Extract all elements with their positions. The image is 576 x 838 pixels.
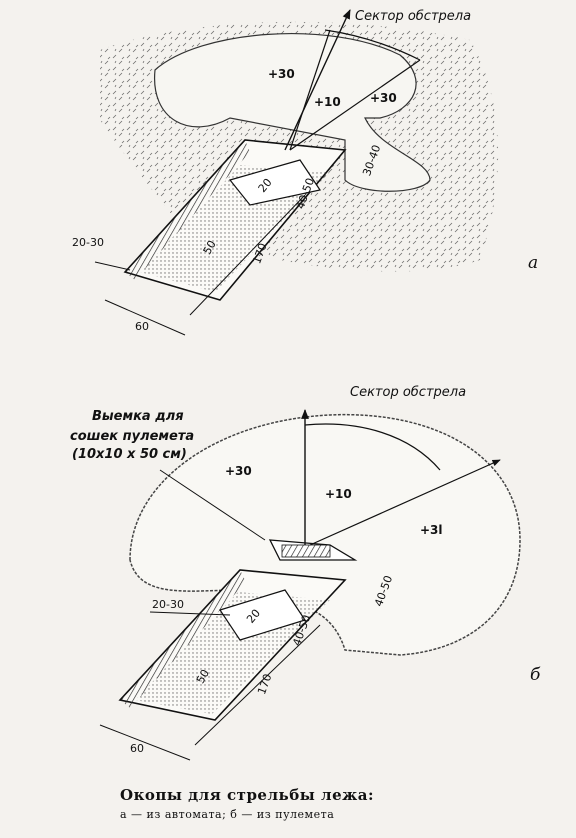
dim-line-length-a [189, 194, 306, 316]
bipod-note-line1: Выемка для [92, 409, 184, 424]
dim-width-b: 60 [130, 742, 144, 755]
zone-left-a: +30 [268, 67, 295, 81]
bipod-block-b [281, 544, 331, 558]
caption-subtitle: а — из автомата; б — из пулемета [120, 808, 335, 821]
dim-line-depth-a [94, 261, 131, 271]
dim-length-b: 170 [255, 672, 274, 696]
trench-b-wall [120, 570, 246, 708]
sector-arc-a [324, 29, 421, 61]
figure-letter-b: б [530, 665, 541, 685]
dim-line-length-b [194, 624, 321, 746]
sector-line-a3 [289, 59, 421, 151]
figure-letter-a: а [528, 253, 538, 273]
dim-line-width-a [104, 299, 186, 336]
trench-b-step [219, 589, 306, 641]
sector-line-b2 [309, 459, 501, 546]
sector-label-a: Сектор обстрела [355, 9, 471, 24]
parapet-b [129, 413, 521, 656]
dim-depth-b: 20-30 [152, 598, 184, 611]
dim-depth-a: 20-30 [72, 236, 104, 249]
sector-arc-b [304, 423, 441, 471]
dim-line-depth-b [149, 611, 231, 616]
dim-width-a: 60 [135, 320, 149, 333]
zone-center-a: +10 [314, 95, 341, 109]
figure-a: Сектор обстрела +30 +10 +30 20-30 60 170… [72, 9, 538, 336]
figure-b: Сектор обстрела Выемка для сошек пулемет… [70, 385, 541, 761]
zone-right-b: +3l [420, 523, 443, 537]
parapet-a [154, 33, 431, 192]
dim-inner-a: 50 [201, 238, 219, 257]
sector-line-a1 [284, 9, 351, 151]
sector-label-b: Сектор обстрела [350, 385, 466, 400]
trench-a-step [228, 159, 321, 206]
sector-line-a2 [289, 29, 331, 151]
bipod-note-line2: сошек пулемета [70, 429, 194, 444]
caption-title: Окопы для стрельбы лежа: [120, 786, 375, 804]
zone-center-b: +10 [325, 487, 352, 501]
figure-caption: Окопы для стрельбы лежа: а — из автомата… [120, 786, 560, 821]
bipod-note-line3: (10x10 x 50 см) [72, 447, 187, 462]
leader-line-b [159, 469, 266, 541]
zone-left-b: +30 [225, 464, 252, 478]
dim-line-width-b [99, 724, 191, 761]
dim-inner-b: 50 [194, 667, 212, 686]
zone-right-a: +30 [370, 91, 397, 105]
trench-a-wall [125, 140, 250, 280]
